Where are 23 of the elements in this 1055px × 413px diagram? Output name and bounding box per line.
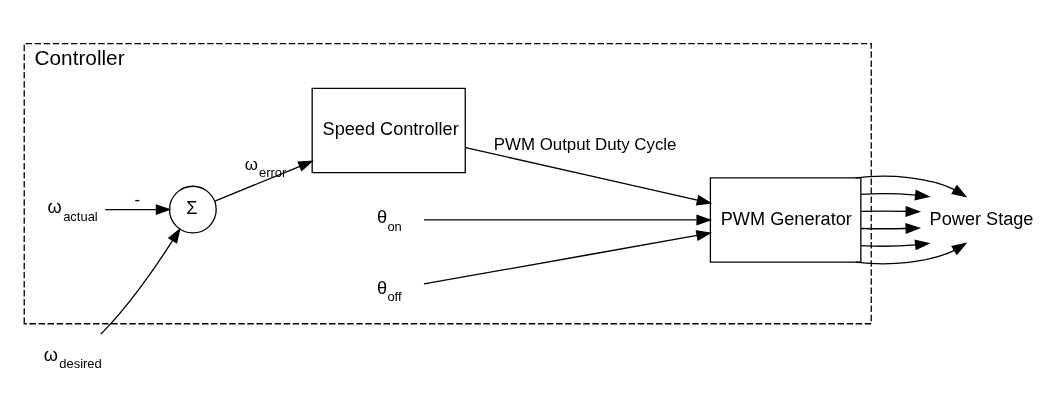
node-text: θ$_{on}$	[377, 206, 402, 234]
edge-label: PWM Output Duty Cycle	[493, 134, 677, 154]
arrow	[855, 242, 968, 264]
arrow	[855, 175, 968, 197]
node-text: ω$_{actual}$	[47, 196, 98, 224]
edge-label: ω$_{error}$	[244, 154, 287, 180]
node-text: θ$_{off}$	[377, 277, 402, 304]
arrow	[464, 146, 713, 205]
node-box: PWM Generator	[709, 176, 862, 263]
node-text: ω$_{desired}$	[43, 344, 102, 371]
arrow	[100, 227, 181, 335]
arrow	[423, 214, 712, 225]
arrow	[423, 229, 712, 285]
node-circle: Σ	[168, 185, 217, 234]
edge-label: -	[134, 189, 141, 209]
arrow	[860, 205, 922, 217]
arrow	[860, 238, 931, 250]
arrow	[104, 203, 172, 215]
arrow	[860, 189, 931, 200]
arrow	[214, 160, 314, 202]
node-text: Power Stage	[929, 208, 1034, 229]
node-box: Speed Controller	[311, 87, 466, 173]
arrow	[860, 222, 922, 234]
